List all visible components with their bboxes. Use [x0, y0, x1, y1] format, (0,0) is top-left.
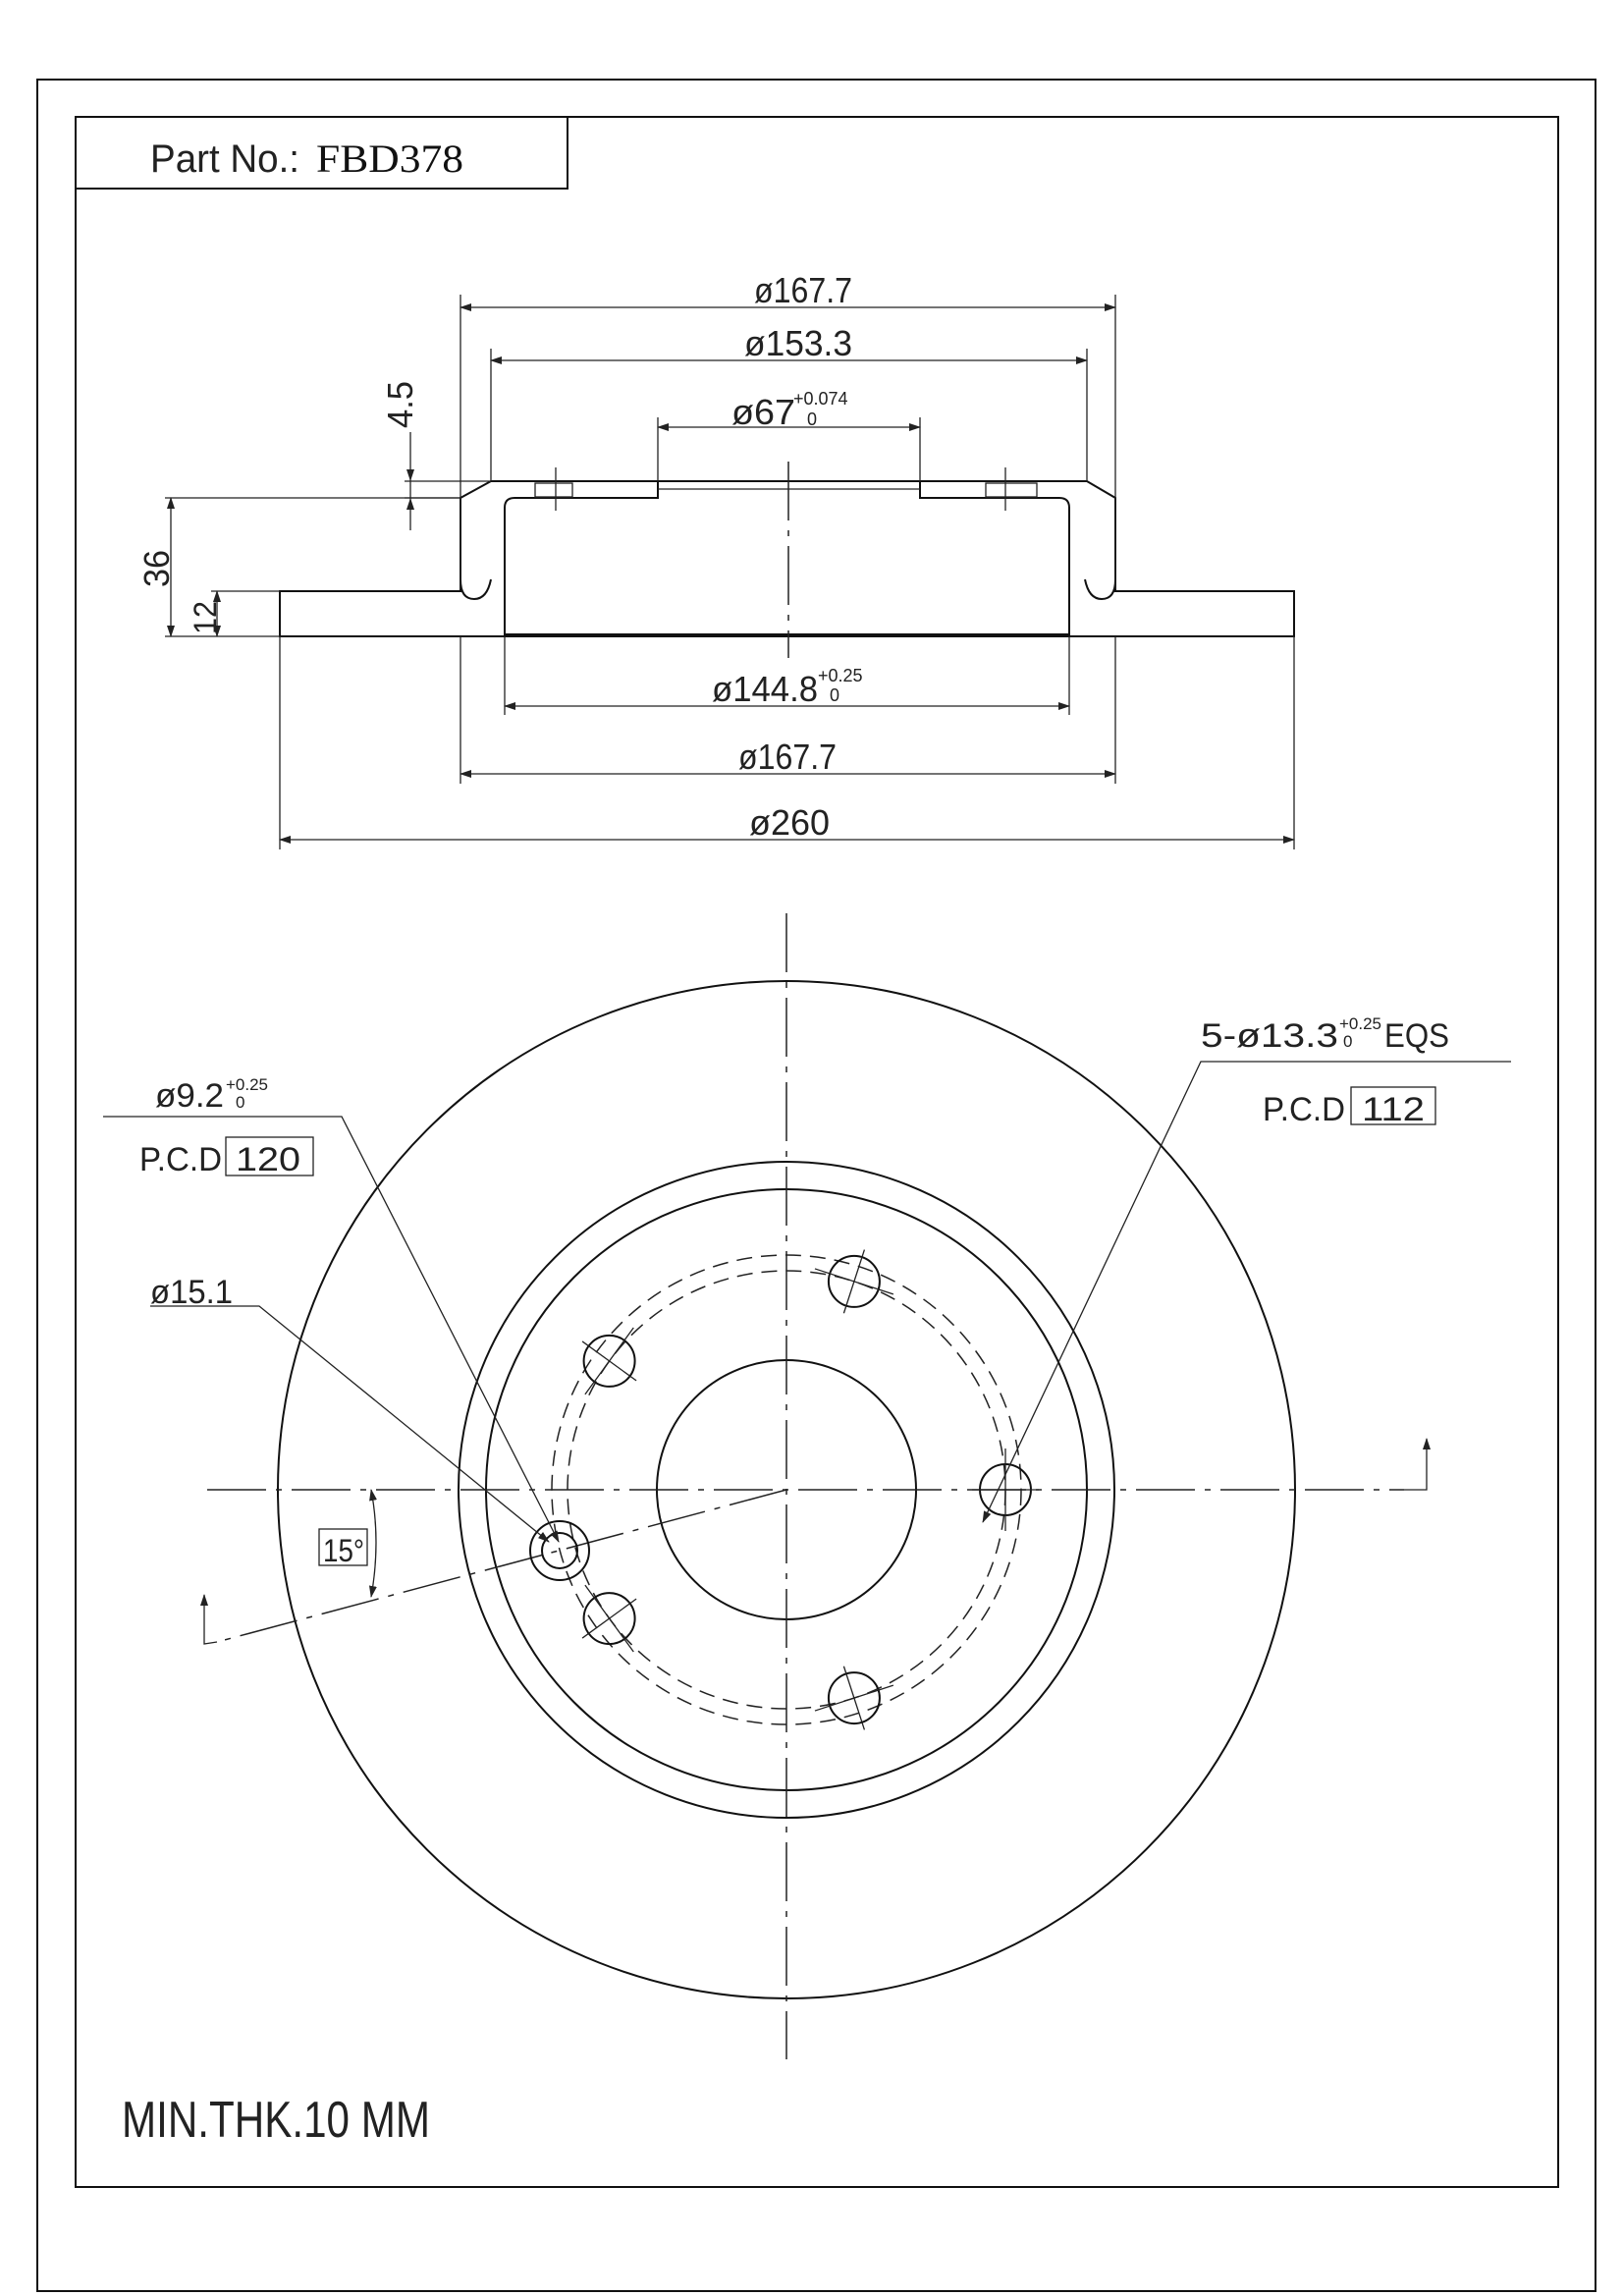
- dim-overall: ø260: [749, 802, 830, 843]
- small-hole-counterbore: [529, 1520, 590, 1581]
- min-thickness-note: MIN.THK.10 MM: [122, 2092, 430, 2149]
- outer-frame: [36, 79, 1596, 2292]
- dim-disc-thickness: 12: [188, 601, 223, 634]
- dim-top-inner: ø153.3: [744, 323, 852, 363]
- bolt-hole-radial-line: [581, 1340, 637, 1382]
- hat-outer-circle: [458, 1161, 1115, 1819]
- dim-inner-bottom: ø144.8: [712, 669, 818, 709]
- bolt-hole-radial-line: [842, 1666, 866, 1730]
- bolt-holes-tol-lower: 0: [1343, 1032, 1352, 1051]
- bolt-hole: [582, 1334, 636, 1388]
- dim-bore-tol-upper: +0.074: [793, 389, 848, 409]
- bolt-holes-suffix: EQS: [1384, 1017, 1449, 1055]
- title-block: Part No.: FBD378: [75, 116, 568, 190]
- bolt-holes-pcd-value: 112: [1362, 1091, 1425, 1128]
- angle-arc: [368, 1489, 377, 1598]
- inner-frame: [75, 116, 1559, 2188]
- bolt-hole-radial-line: [842, 1249, 866, 1314]
- section-marker-right: [1404, 1438, 1431, 1491]
- part-no-label: Part No.:: [150, 137, 299, 181]
- dim-inner-bottom-tol-lower: 0: [830, 685, 839, 705]
- dim-bore-tol-lower: 0: [807, 410, 817, 429]
- bolt-hole: [827, 1671, 881, 1725]
- dim-inner-bottom-tol-upper: +0.25: [818, 666, 863, 685]
- bolt-holes-tol-upper: +0.25: [1339, 1014, 1381, 1033]
- dim-hat-thickness: 4.5: [380, 381, 420, 428]
- small-hole-tol-lower: 0: [236, 1093, 244, 1112]
- bolt-holes-pcd-label: P.C.D: [1263, 1091, 1345, 1128]
- plan-view: 15° ø9.2 +0.25 0 P.C.D 120 ø15.1 5-ø13.3…: [103, 913, 1511, 2059]
- bolt-hole: [827, 1254, 881, 1308]
- small-hole-tol-upper: +0.25: [226, 1075, 268, 1094]
- small-hole-dim: ø9.2: [155, 1077, 224, 1115]
- angle-label: 15°: [323, 1533, 364, 1568]
- small-hole-pcd-label: P.C.D: [139, 1141, 222, 1178]
- dim-top-outer: ø167.7: [754, 270, 852, 310]
- section-left: [279, 480, 659, 637]
- dim-height: 36: [136, 550, 177, 587]
- dim-bottom-outer: ø167.7: [738, 737, 837, 777]
- bolt-hole: [582, 1592, 636, 1646]
- dim-bore: ø67: [731, 392, 795, 432]
- small-hole: [541, 1532, 578, 1569]
- section-view: ø167.7 ø153.3 ø67 +0.074 0 4.5 36 12 ø14…: [136, 270, 1295, 849]
- part-number: FBD378: [316, 137, 463, 181]
- counterbore-dim: ø15.1: [150, 1274, 233, 1311]
- bolt-holes-dim: 5-ø13.3: [1201, 1017, 1338, 1055]
- small-hole-pcd-value: 120: [236, 1141, 300, 1178]
- bolt-hole-radial-line: [581, 1598, 637, 1639]
- section-right: [919, 480, 1295, 637]
- section-marker-left: [200, 1594, 218, 1645]
